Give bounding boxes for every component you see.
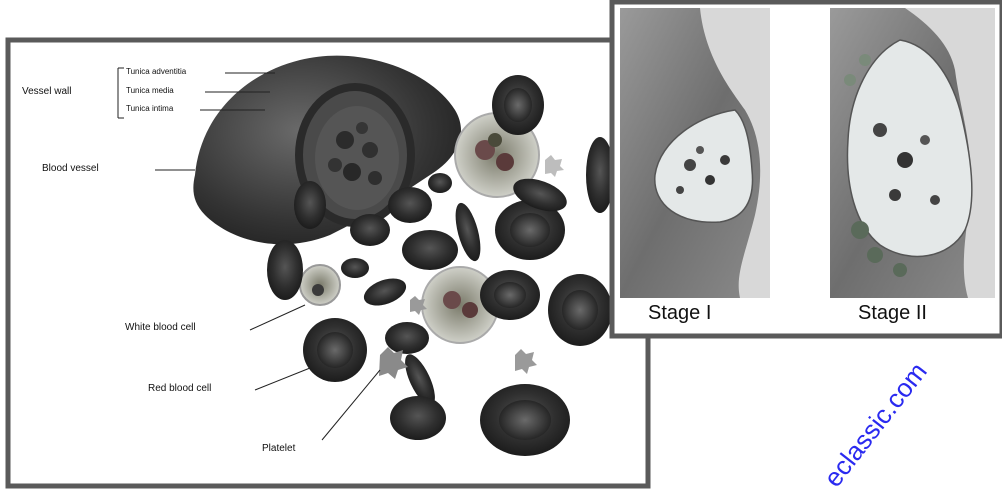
tunica-media-label: Tunica media xyxy=(126,86,174,95)
stage-inset-panel xyxy=(612,2,1002,336)
red-blood-cell-label: Red blood cell xyxy=(148,383,211,394)
tunica-adventitia-label: Tunica adventitia xyxy=(126,67,186,76)
blood-vessel-label: Blood vessel xyxy=(42,163,99,174)
stage1-label: Stage I xyxy=(644,302,715,325)
platelet-label: Platelet xyxy=(262,443,295,454)
stage2-label: Stage II xyxy=(854,302,931,325)
stage1-artery-section xyxy=(620,8,770,298)
white-blood-cell-3 xyxy=(300,265,340,305)
tunica-intima-label: Tunica intima xyxy=(126,104,173,113)
vessel-wall-label: Vessel wall xyxy=(22,86,71,97)
stage2-artery-section xyxy=(830,8,995,298)
white-blood-cell-label: White blood cell xyxy=(125,322,196,333)
